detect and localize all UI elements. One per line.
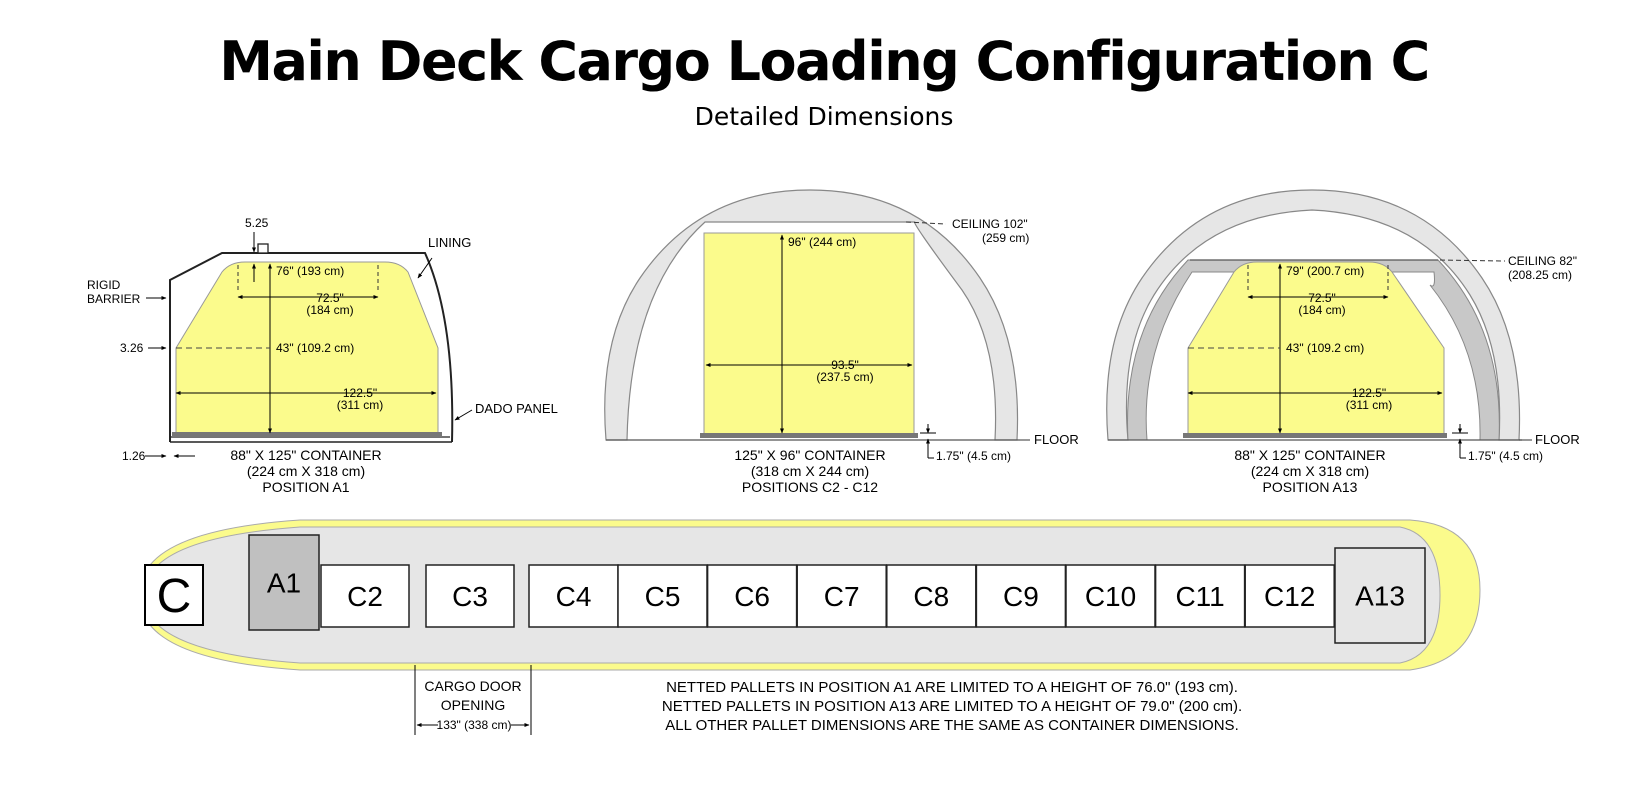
position-box-c11 [1154, 564, 1246, 628]
position-box-c8 [886, 564, 977, 628]
a1-label-1-26: 1.26 [122, 449, 146, 463]
c-caption-3: POSITIONS C2 - C12 [742, 479, 878, 495]
position-box-c6 [706, 564, 798, 628]
a13-ceiling-1: CEILING 82" [1508, 254, 1577, 268]
position-label-c5: C5 [645, 581, 681, 612]
c-ceiling-2: (259 cm) [982, 231, 1029, 245]
position-box-a13 [1334, 547, 1426, 644]
a13-floor-thickness: 1.75" (4.5 cm) [1468, 449, 1543, 463]
position-label-a13: A13 [1355, 581, 1405, 612]
position-label-c6: C6 [734, 581, 770, 612]
position-box-c7 [796, 564, 887, 628]
c-width-in: 93.5" [831, 358, 859, 372]
a1-caption-2: (224 cm X 318 cm) [247, 463, 365, 479]
position-box-c3 [425, 564, 515, 628]
a13-caption-3: POSITION A13 [1263, 479, 1358, 495]
a1-caption-3: POSITION A1 [262, 479, 349, 495]
a1-label-rigid: RIGID [87, 278, 121, 292]
deck-note-1: NETTED PALLETS IN POSITION A1 ARE LIMITE… [666, 679, 1238, 696]
a13-caption-1: 88" X 125" CONTAINER [1234, 447, 1385, 463]
page-subtitle: Detailed Dimensions [694, 102, 954, 131]
position-box-c5 [617, 564, 708, 628]
position-label-c4: C4 [556, 581, 592, 612]
cargo-door-width: 133" (338 cm) [437, 718, 512, 732]
position-label-c9: C9 [1003, 581, 1039, 612]
a13-inner-lining [1127, 259, 1500, 441]
a13-mid-height: 43" (109.2 cm) [1286, 341, 1364, 355]
a1-label-lining: LINING [428, 235, 471, 250]
a13-top-width-cm: (184 cm) [1298, 303, 1345, 317]
deck-plan: C A1 C2 C3 C4 C5 C6 C7 C8 C9 C10 C11 C12 A13 CARGO D… [144, 519, 1481, 735]
section-c: CEILING 102" (259 cm) 96" (244 cm) 93.5"… [604, 189, 1079, 495]
a13-height-label: 79" (200.7 cm) [1286, 264, 1364, 278]
a13-base-width-cm: (311 cm) [1346, 398, 1392, 412]
cargo-door-label-1: CARGO DOOR [424, 678, 521, 694]
a1-top-width-in: 72.5" [316, 291, 344, 305]
page-title: Main Deck Cargo Loading Configuration C [219, 30, 1430, 93]
position-label-c8: C8 [913, 581, 949, 612]
position-row: A1 C2 C3 C4 C5 C6 C7 C8 C9 C10 C11 C12 A13 [248, 534, 1426, 644]
deck-note-2: NETTED PALLETS IN POSITION A13 ARE LIMIT… [662, 698, 1242, 715]
section-a1: 5.25 LINING RIGID BARRIER 3.26 1.26 76" … [87, 216, 558, 495]
cargo-door-label-2: OPENING [441, 697, 506, 713]
c-width-cm: (237.5 cm) [816, 370, 873, 384]
section-a13: CEILING 82" (208.25 cm) 79" (200.7 cm) 7… [1106, 189, 1580, 495]
a1-dado-label: DADO PANEL [475, 401, 558, 416]
a1-top-width-cm: (184 cm) [306, 303, 353, 317]
position-box-c10 [1065, 564, 1156, 628]
a1-base-width-in: 122.5" [343, 386, 377, 400]
a1-label-5-25: 5.25 [245, 216, 269, 230]
position-box-c2 [320, 564, 410, 628]
c-height-label: 96" (244 cm) [788, 235, 856, 249]
position-label-c12: C12 [1264, 581, 1315, 612]
c-floor-thickness: 1.75" (4.5 cm) [936, 449, 1011, 463]
a1-top-tab [257, 243, 269, 254]
position-label-a1: A1 [267, 568, 301, 599]
c-fuselage-outer [604, 189, 1019, 441]
a13-floor-label: FLOOR [1535, 432, 1580, 447]
a13-ceiling-2: (208.25 cm) [1508, 268, 1572, 282]
c-container [703, 232, 915, 435]
a1-caption-1: 88" X 125" CONTAINER [230, 447, 381, 463]
a1-hull-outline [169, 252, 454, 443]
config-letter: C [157, 570, 192, 623]
a1-label-barrier: BARRIER [87, 292, 141, 306]
c-caption-2: (318 cm X 244 cm) [751, 463, 869, 479]
position-box-c12 [1244, 564, 1335, 628]
position-box-c9 [975, 564, 1067, 628]
c-ceiling-1: CEILING 102" [952, 217, 1028, 231]
a13-caption-2: (224 cm X 318 cm) [1251, 463, 1369, 479]
position-label-c11: C11 [1175, 581, 1224, 612]
position-label-c3: C3 [452, 581, 488, 612]
c-floor-label: FLOOR [1034, 432, 1079, 447]
a1-mid-height: 43" (109.2 cm) [276, 341, 354, 355]
position-box-a1 [248, 534, 320, 631]
a13-base-width-in: 122.5" [1352, 386, 1386, 400]
position-label-c7: C7 [824, 581, 860, 612]
c-caption-1: 125" X 96" CONTAINER [734, 447, 885, 463]
config-letter-box [144, 564, 204, 626]
position-label-c2: C2 [347, 581, 383, 612]
position-label-c10: C10 [1085, 581, 1136, 612]
a1-height-label: 76" (193 cm) [276, 264, 344, 278]
a1-label-3-26: 3.26 [120, 341, 144, 355]
deck-note-3: ALL OTHER PALLET DIMENSIONS ARE THE SAME… [665, 717, 1238, 734]
a13-top-width-in: 72.5" [1308, 291, 1336, 305]
a1-base-width-cm: (311 cm) [337, 398, 383, 412]
